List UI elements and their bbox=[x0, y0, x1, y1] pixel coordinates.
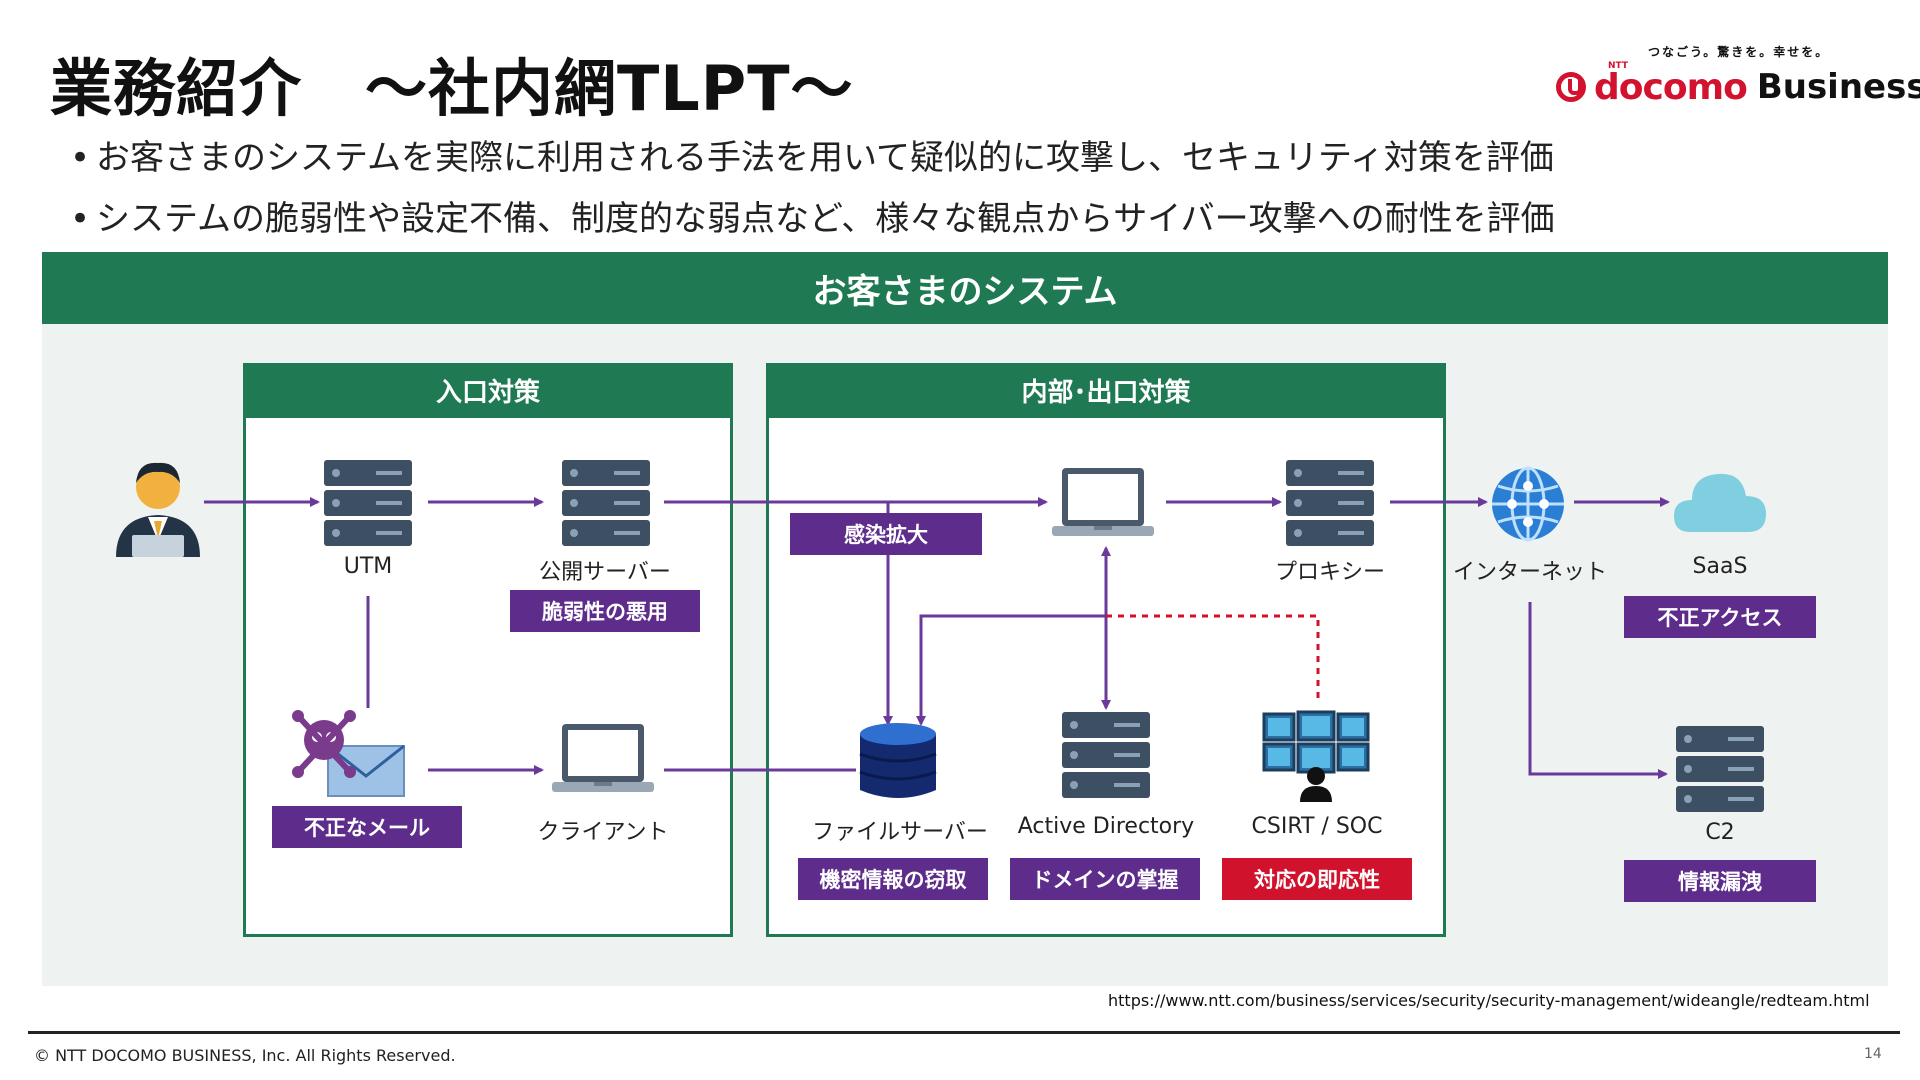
c2-server-icon bbox=[1676, 726, 1764, 812]
tag-domain: ドメインの掌握 bbox=[1010, 858, 1200, 900]
bullet-2: •システムの脆弱性や設定不備、制度的な弱点など、様々な観点からサイバー攻撃への耐… bbox=[70, 199, 1555, 239]
tag-theft: 機密情報の窃取 bbox=[798, 858, 988, 900]
logo-business: Business bbox=[1756, 67, 1920, 107]
arrow-internet-c2 bbox=[1528, 602, 1668, 779]
active-directory-server-icon bbox=[1062, 712, 1150, 798]
saas-cloud-icon bbox=[1674, 473, 1766, 532]
internal-pc-icon bbox=[1052, 468, 1154, 536]
c2-label: C2 bbox=[1705, 820, 1735, 845]
internet-label: インターネット bbox=[1452, 560, 1607, 585]
attacker-icon bbox=[116, 462, 200, 557]
proxy-label: プロキシー bbox=[1274, 560, 1385, 585]
file-server-label: ファイルサーバー bbox=[812, 820, 988, 845]
client-laptop-icon bbox=[552, 724, 654, 792]
entry-group-title: 入口対策 bbox=[243, 363, 733, 418]
public-server-icon bbox=[562, 460, 650, 546]
arrow-ad-fileserver bbox=[916, 614, 1106, 726]
public-server-label: 公開サーバー bbox=[539, 560, 671, 585]
page-number: 14 bbox=[1864, 1046, 1882, 1062]
csirt-monitor-line bbox=[1106, 614, 1320, 702]
saas-label: SaaS bbox=[1692, 554, 1748, 579]
csirt-soc-label: CSIRT / SOC bbox=[1251, 814, 1383, 839]
utm-label: UTM bbox=[343, 554, 393, 579]
utm-server-icon bbox=[324, 460, 412, 546]
internal-group-title: 内部･出口対策 bbox=[766, 363, 1446, 418]
csirt-soc-monitors-icon bbox=[1262, 710, 1370, 802]
file-server-icon bbox=[859, 723, 937, 798]
bullet-1-text: お客さまのシステムを実際に利用される手法を用いて疑似的に攻撃し、セキュリティ対策… bbox=[96, 138, 1554, 178]
client-label: クライアント bbox=[537, 820, 669, 845]
footer-divider bbox=[28, 1031, 1900, 1034]
panel-title: お客さまのシステム bbox=[42, 252, 1888, 324]
tag-infection: 感染拡大 bbox=[790, 513, 982, 555]
tag-leak: 情報漏洩 bbox=[1624, 860, 1816, 902]
proxy-server-icon bbox=[1286, 460, 1374, 546]
tag-response: 対応の即応性 bbox=[1222, 858, 1412, 900]
tag-malicious-mail: 不正なメール bbox=[272, 806, 462, 848]
active-directory-label: Active Directory bbox=[1017, 814, 1195, 839]
malicious-mail-icon bbox=[292, 710, 405, 797]
logo-tagline: つなごう。驚きを。幸せを。 bbox=[1648, 45, 1830, 59]
tag-vuln: 脆弱性の悪用 bbox=[510, 590, 700, 632]
page-title: 業務紹介 ～社内網TLPT～ bbox=[50, 52, 854, 125]
source-url: https://www.ntt.com/business/services/se… bbox=[1108, 991, 1870, 1010]
bullet-1: •お客さまのシステムを実際に利用される手法を用いて疑似的に攻撃し、セキュリティ対… bbox=[70, 138, 1554, 178]
logo-ntt: NTT bbox=[1608, 60, 1629, 71]
logo-docomo-text: docomo bbox=[1594, 66, 1748, 108]
copyright: © NTT DOCOMO BUSINESS, Inc. All Rights R… bbox=[34, 1046, 456, 1065]
docomo-ring-icon bbox=[1556, 72, 1586, 102]
internet-globe-icon bbox=[1492, 466, 1564, 542]
bullet-2-text: システムの脆弱性や設定不備、制度的な弱点など、様々な観点からサイバー攻撃への耐性… bbox=[96, 199, 1555, 239]
tag-unauthorized: 不正アクセス bbox=[1624, 596, 1816, 638]
